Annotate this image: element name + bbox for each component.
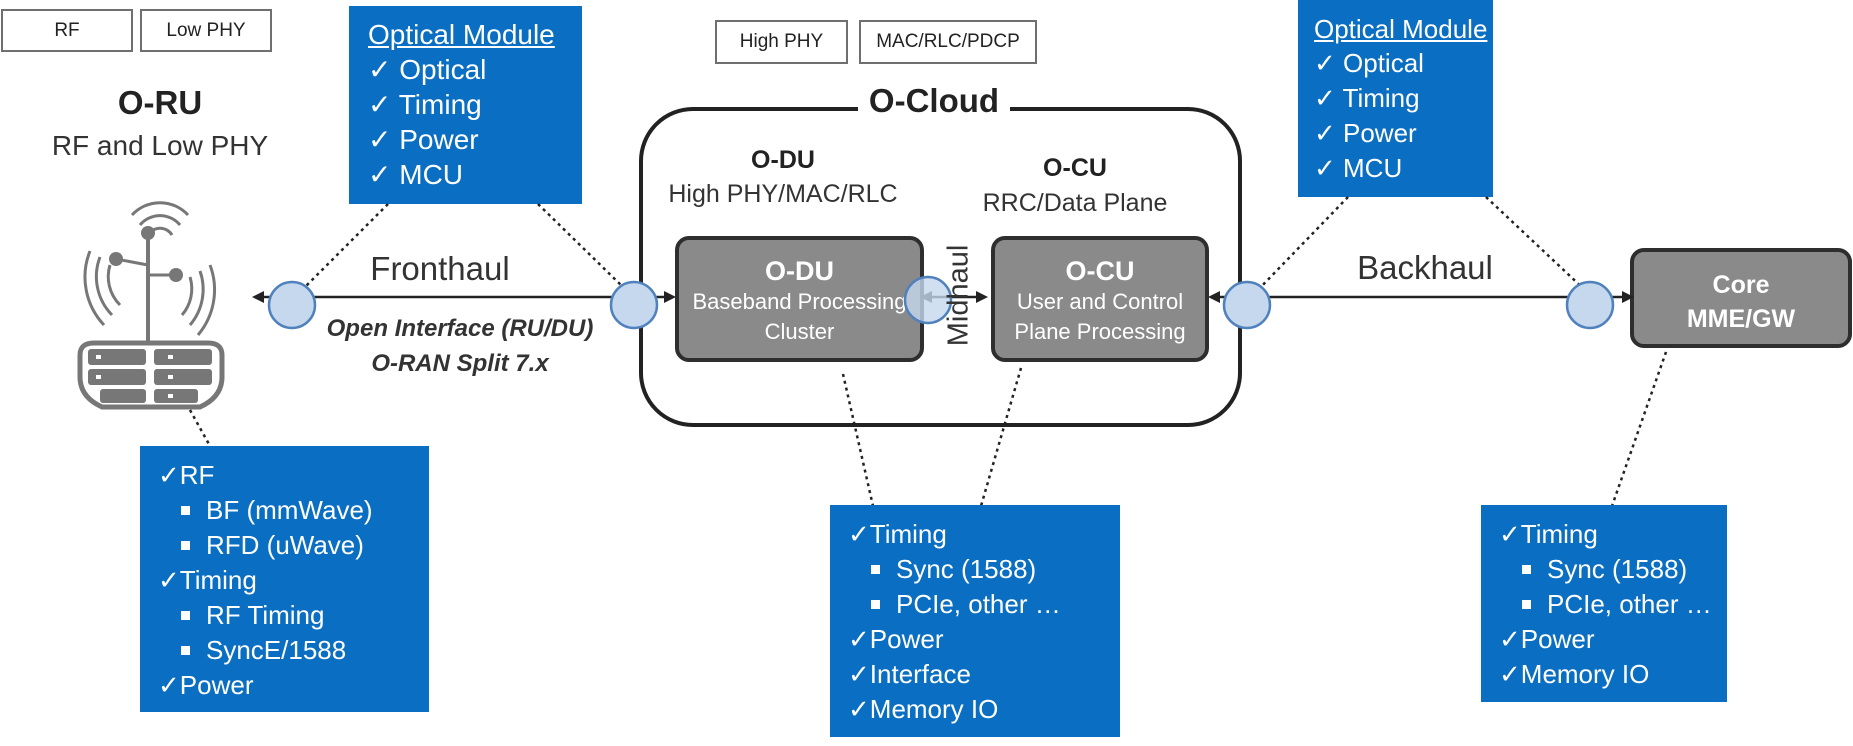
odu-box-line2: Cluster xyxy=(764,319,835,344)
arrowhead-left xyxy=(1208,291,1220,303)
connector-circle xyxy=(609,280,659,330)
fronthaul-label: Fronthaul xyxy=(370,250,510,287)
rf-tag: RF xyxy=(1,9,133,52)
interface-label-line1: Open Interface (RU/DU) xyxy=(326,315,594,342)
list-item: ✓Timing xyxy=(1499,519,1598,549)
ocu-box-title: O-CU xyxy=(1065,256,1135,286)
odu-box-title: O-DU xyxy=(765,256,834,286)
list-item: ✓RF xyxy=(158,460,215,490)
midhaul-label: Midhaul xyxy=(942,244,975,347)
arrowhead-right xyxy=(1622,291,1634,303)
arrowhead-right xyxy=(976,291,988,303)
optical-right-item: ✓ Optical xyxy=(1314,48,1424,78)
connector-circle xyxy=(267,280,317,330)
list-item: ✓Timing xyxy=(848,519,947,549)
core-box-line1: Core xyxy=(1712,271,1770,299)
mac-rlc-pdcp-tag: MAC/RLC/PDCP xyxy=(859,20,1037,64)
optical-right-item: ✓ Power xyxy=(1314,118,1417,148)
odu-header-subtitle: High PHY/MAC/RLC xyxy=(668,180,898,208)
odu-box-line1: Baseband Processing xyxy=(692,289,907,314)
optical-left-item: ✓ Timing xyxy=(368,89,482,120)
list-item: BF (mmWave) xyxy=(158,493,429,528)
dotted-leaders xyxy=(188,196,1668,507)
optical-module-right: Optical Module ✓ Optical ✓ Timing ✓ Powe… xyxy=(1298,0,1493,197)
list-item: Sync (1588) xyxy=(1499,552,1727,587)
list-item: RF Timing xyxy=(158,598,429,633)
oru-title: O-RU xyxy=(117,84,203,121)
radio-unit-icon xyxy=(77,201,225,410)
list-item: SyncE/1588 xyxy=(158,633,429,668)
connector-circle xyxy=(903,275,953,325)
connector-circle xyxy=(1565,280,1615,330)
oru-feature-list: ✓RF BF (mmWave) RFD (uWave) ✓Timing RF T… xyxy=(140,446,429,712)
high-phy-tag: High PHY xyxy=(715,20,848,64)
ocloud-feature-list: ✓Timing Sync (1588) PCIe, other … ✓Power… xyxy=(830,505,1120,737)
oru-subtitle: RF and Low PHY xyxy=(51,130,269,161)
list-item: Sync (1588) xyxy=(848,552,1120,587)
list-item: PCIe, other … xyxy=(1499,587,1727,622)
ocu-box-line2: Plane Processing xyxy=(1014,319,1186,344)
list-item: ✓Power xyxy=(1499,624,1595,654)
connector-circle xyxy=(1222,280,1272,330)
ocu-header-title: O-CU xyxy=(1043,154,1107,182)
interface-label-line2: O-RAN Split 7.x xyxy=(371,350,549,377)
optical-left-item: ✓ MCU xyxy=(368,159,464,190)
list-item: PCIe, other … xyxy=(848,587,1120,622)
optical-module-right-title: Optical Module xyxy=(1314,14,1488,44)
ocloud-title: O-Cloud xyxy=(858,82,1010,120)
optical-left-item: ✓ Power xyxy=(368,124,479,155)
core-box: Core MME/GW xyxy=(1630,248,1852,348)
backhaul-label: Backhaul xyxy=(1357,249,1493,286)
arrowhead-left xyxy=(252,291,264,303)
odu-box: O-DU Baseband Processing Cluster xyxy=(675,236,924,362)
arrowhead-right xyxy=(664,291,676,303)
optical-right-item: ✓ Timing xyxy=(1314,83,1420,113)
list-item: ✓Memory IO xyxy=(1499,659,1650,689)
list-item: ✓Power xyxy=(158,670,254,700)
ocu-box: O-CU User and Control Plane Processing xyxy=(991,236,1209,362)
optical-module-left-title: Optical Module xyxy=(368,19,555,50)
low-phy-tag: Low PHY xyxy=(140,9,272,52)
ocu-box-line1: User and Control xyxy=(1016,289,1184,314)
list-item: ✓Power xyxy=(848,624,944,654)
optical-right-item: ✓ MCU xyxy=(1314,153,1403,183)
ocu-header-subtitle: RRC/Data Plane xyxy=(982,189,1168,217)
optical-module-left: Optical Module ✓ Optical ✓ Timing ✓ Powe… xyxy=(349,6,582,204)
core-feature-list: ✓Timing Sync (1588) PCIe, other … ✓Power… xyxy=(1481,505,1727,702)
core-box-line2: MME/GW xyxy=(1686,305,1796,333)
list-item: ✓Memory IO xyxy=(848,694,999,724)
list-item: RFD (uWave) xyxy=(158,528,429,563)
optical-left-item: ✓ Optical xyxy=(368,54,487,85)
odu-header-title: O-DU xyxy=(751,146,815,174)
list-item: ✓Timing xyxy=(158,565,257,595)
list-item: ✓Interface xyxy=(848,659,971,689)
